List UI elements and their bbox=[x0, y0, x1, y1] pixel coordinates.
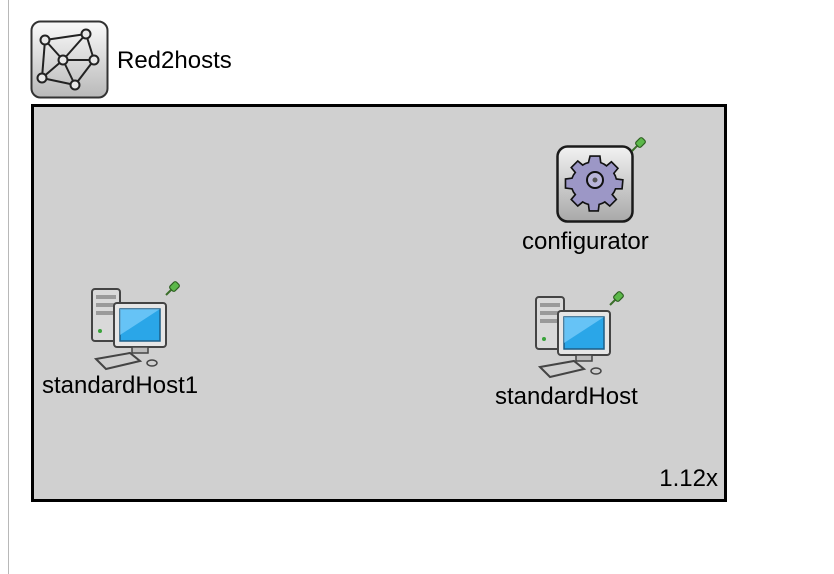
left-border bbox=[8, 0, 9, 574]
node-label: standardHost1 bbox=[42, 372, 199, 399]
computer-icon bbox=[91, 288, 167, 371]
zoom-level: 1.12x bbox=[659, 465, 718, 492]
node-label: configurator bbox=[522, 228, 649, 255]
gear-icon bbox=[556, 145, 634, 223]
network-title: Red2hosts bbox=[117, 47, 232, 74]
network-canvas[interactable]: configurator bbox=[31, 104, 727, 502]
pin-icon bbox=[631, 137, 646, 152]
network-icon[interactable] bbox=[30, 20, 109, 99]
node-standardHost1[interactable]: standardHost1 bbox=[42, 277, 222, 407]
pin-icon bbox=[609, 291, 624, 306]
node-configurator[interactable]: configurator bbox=[522, 135, 682, 255]
node-standardHost[interactable]: standardHost bbox=[492, 287, 672, 417]
computer-icon bbox=[535, 296, 611, 379]
pin-icon bbox=[165, 281, 180, 296]
node-label: standardHost bbox=[495, 383, 638, 410]
